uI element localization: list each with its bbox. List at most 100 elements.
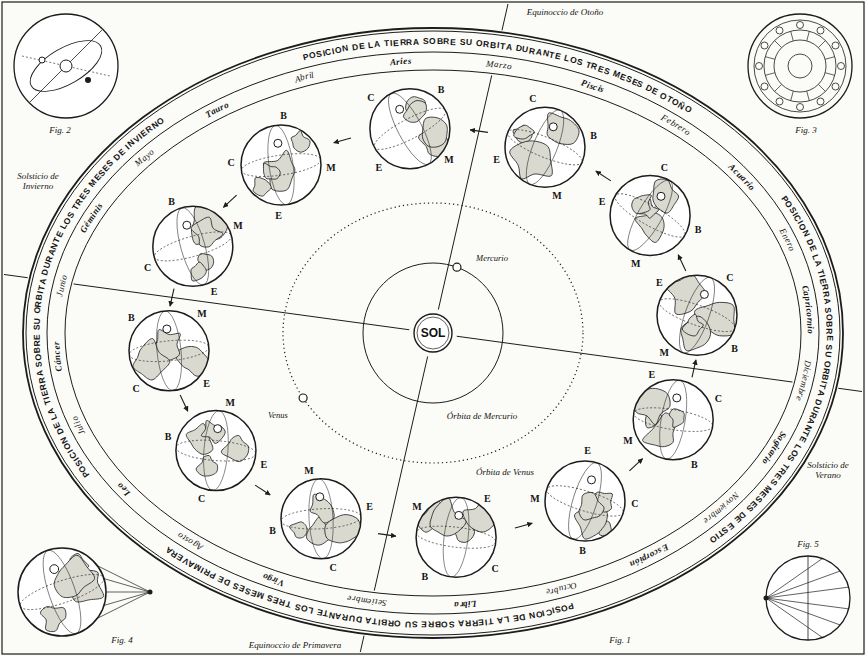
band-glyph: R — [443, 37, 449, 46]
band-glyph: I — [485, 618, 488, 627]
band-glyph: A — [816, 389, 826, 397]
globe-letter: B — [269, 525, 276, 536]
globe-letter: E — [275, 210, 282, 221]
month-name: Febrero — [656, 110, 695, 140]
band-glyph: A — [813, 259, 823, 268]
zodiac-sign: Escorpión — [625, 540, 673, 572]
band-glyph — [472, 39, 475, 48]
globe-letter: B — [165, 431, 172, 442]
mercury-planet — [453, 263, 461, 271]
orbit-label: Órbita de Venus — [476, 467, 534, 477]
band-glyph: S — [422, 37, 428, 46]
globe-letter: M — [412, 501, 421, 512]
band-glyph: S — [412, 620, 418, 629]
band-glyph: N — [341, 44, 348, 53]
figure-number: Fig. 2 — [49, 125, 71, 135]
band-glyph: R — [483, 40, 490, 49]
earth-globe — [128, 310, 210, 392]
month-name: Abril — [289, 67, 320, 87]
earth-globe — [544, 459, 626, 543]
band-glyph: S — [824, 307, 833, 314]
band-glyph: O — [824, 314, 833, 321]
band-glyph — [32, 331, 41, 333]
band-glyph — [419, 620, 422, 629]
zodiac-sign: Géminis — [76, 197, 108, 237]
band-glyph: U — [405, 620, 412, 629]
band-glyph: T — [488, 617, 494, 626]
globe-letter: B — [590, 130, 597, 141]
band-glyph: p — [802, 295, 812, 301]
band-glyph: R — [387, 618, 394, 627]
band-glyph: R — [472, 618, 479, 627]
month-name: Diciembre — [791, 355, 816, 406]
band-glyph: o — [787, 245, 797, 253]
band-glyph: D — [352, 42, 359, 51]
band-glyph: O — [33, 354, 42, 362]
band-glyph: S — [32, 324, 41, 330]
globe-letter: E — [493, 154, 500, 165]
band-glyph: O — [823, 360, 832, 368]
zodiac-sign: Acuario — [724, 160, 759, 195]
band-glyph — [380, 40, 383, 49]
figure-4-globe — [17, 546, 107, 638]
orbit-arrow — [255, 485, 270, 495]
band-glyph: S — [449, 620, 455, 629]
band-glyph: T — [384, 39, 390, 48]
planet-label: Venus — [268, 410, 288, 420]
month-name: Enero — [775, 224, 800, 257]
band-glyph: L — [503, 615, 509, 624]
globe-letter: C — [198, 493, 205, 504]
axis-line — [74, 284, 410, 330]
band-glyph: U — [348, 614, 355, 623]
band-glyph: N — [328, 610, 336, 620]
globe-letter: B — [438, 84, 445, 95]
band-glyph: n — [805, 321, 814, 326]
band-glyph: n — [53, 354, 63, 360]
band-glyph: D — [515, 44, 522, 53]
band-glyph: R — [341, 613, 348, 622]
band-glyph — [455, 620, 458, 629]
band-glyph: A — [822, 297, 831, 304]
band-glyph: D — [518, 612, 525, 621]
band-glyph: R — [32, 340, 41, 347]
band-glyph: e — [347, 593, 352, 603]
band-glyph: R — [821, 290, 830, 298]
earth-globe — [370, 88, 450, 170]
figure-5 — [764, 556, 851, 640]
band-glyph: B — [437, 37, 443, 46]
band-glyph: i — [468, 599, 471, 608]
band-glyph: L — [368, 41, 374, 50]
band-glyph: O — [334, 45, 342, 55]
band-glyph: E — [554, 51, 562, 61]
band-glyph: R — [399, 38, 406, 47]
orbit-arrow — [470, 130, 488, 132]
ecliptic-ring — [65, 70, 801, 596]
band-glyph: r — [459, 600, 463, 609]
band-glyph: A — [365, 616, 372, 625]
band-glyph: O — [394, 619, 401, 628]
band-glyph: T — [372, 617, 378, 626]
figure-number: Fig. 4 — [111, 635, 133, 645]
zodiac-sign: Cáncer — [48, 336, 67, 376]
band-glyph: A — [458, 619, 465, 628]
band-glyph: O — [535, 609, 543, 619]
earth-globe — [240, 124, 322, 207]
band-glyph: E — [651, 87, 660, 97]
axis-line — [4, 274, 28, 277]
band-glyph: b — [463, 599, 468, 608]
globe-letter: B — [731, 343, 738, 354]
band-glyph: l — [310, 71, 315, 80]
band-glyph: a — [454, 600, 459, 609]
band-glyph: U — [466, 38, 473, 47]
orbit-arrow — [170, 289, 174, 307]
globe-letter: M — [623, 435, 632, 446]
band-glyph: c — [52, 350, 61, 355]
band-glyph: E — [825, 335, 834, 341]
zodiac-sign: Sagitario — [757, 426, 791, 469]
band-glyph: B — [825, 321, 834, 327]
band-glyph: m — [360, 596, 368, 606]
band-glyph: e — [377, 598, 382, 607]
figure-number: Fig. 1 — [609, 635, 631, 645]
